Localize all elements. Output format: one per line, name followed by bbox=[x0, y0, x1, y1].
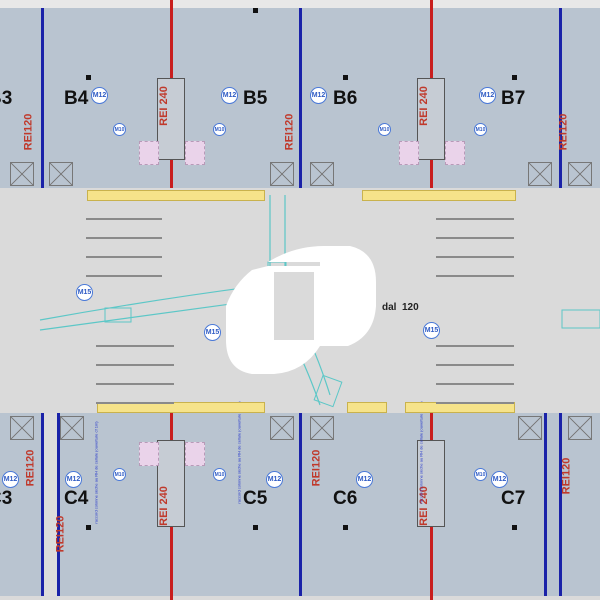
marker-m12: M12 bbox=[479, 87, 496, 104]
unit-label-b6: B6 bbox=[333, 88, 358, 109]
marker-m12: M12 bbox=[91, 87, 108, 104]
column bbox=[343, 75, 348, 80]
dock-door bbox=[270, 416, 294, 440]
unit-label-c5: C5 bbox=[243, 488, 268, 509]
unit-label-c6: C6 bbox=[333, 488, 358, 509]
column bbox=[253, 525, 258, 530]
column bbox=[86, 525, 91, 530]
marker-m12: M12 bbox=[221, 87, 238, 104]
dock-door bbox=[310, 162, 334, 186]
dock-door bbox=[518, 416, 542, 440]
dock-door bbox=[568, 416, 592, 440]
column bbox=[512, 75, 517, 80]
marker-m12: M12 bbox=[65, 471, 82, 488]
marker-m12: M12 bbox=[2, 471, 19, 488]
dock-door bbox=[49, 162, 73, 186]
separation-wall bbox=[299, 8, 302, 188]
parking-stall-line bbox=[436, 275, 514, 277]
smoke-vent bbox=[445, 141, 465, 165]
marker-m15: M15 bbox=[423, 322, 440, 339]
marker-m10: M10 bbox=[474, 468, 487, 481]
separation-wall bbox=[57, 413, 60, 596]
corridor-bottom bbox=[44, 413, 58, 596]
unit-label-b3: B3 bbox=[0, 88, 13, 109]
dock-door bbox=[270, 162, 294, 186]
stairwell bbox=[157, 78, 185, 160]
separation-wall bbox=[559, 413, 562, 596]
loading-zone bbox=[362, 190, 516, 201]
smoke-vent bbox=[185, 442, 205, 466]
dock-door bbox=[528, 162, 552, 186]
parking-stall-line bbox=[86, 218, 162, 220]
smoke-vent bbox=[139, 141, 159, 165]
smoke-vent bbox=[399, 141, 419, 165]
marker-m15: M15 bbox=[204, 324, 221, 341]
separation-wall bbox=[299, 413, 302, 596]
marker-m10: M10 bbox=[213, 468, 226, 481]
parking-stall-line bbox=[96, 383, 174, 385]
parking-stall-line bbox=[86, 237, 162, 239]
unit-label-b5: B5 bbox=[243, 88, 268, 109]
unit-label-c4: C4 bbox=[64, 488, 89, 509]
column bbox=[253, 8, 258, 13]
dock-door bbox=[60, 416, 84, 440]
unit-label-c7: C7 bbox=[501, 488, 526, 509]
dock-door bbox=[10, 416, 34, 440]
parking-stall-line bbox=[436, 256, 514, 258]
parking-stall-line bbox=[86, 256, 162, 258]
parking-stall-line bbox=[436, 237, 514, 239]
marker-m10: M10 bbox=[213, 123, 226, 136]
parking-stall-line bbox=[436, 218, 514, 220]
marker-m10: M10 bbox=[474, 123, 487, 136]
stairwell bbox=[417, 78, 445, 160]
stairwell bbox=[157, 440, 185, 527]
loading-zone bbox=[97, 402, 265, 413]
marker-m10: M10 bbox=[113, 123, 126, 136]
smoke-vent bbox=[139, 442, 159, 466]
separation-wall bbox=[41, 413, 44, 596]
separation-wall bbox=[544, 413, 547, 596]
dock-door bbox=[310, 416, 334, 440]
parking-stall-line bbox=[96, 364, 174, 366]
logo-watermark bbox=[226, 246, 376, 374]
loading-zone bbox=[87, 190, 265, 201]
marker-m12: M12 bbox=[491, 471, 508, 488]
separation-wall bbox=[559, 8, 562, 188]
marker-m15: M15 bbox=[76, 284, 93, 301]
facade-strip-top bbox=[0, 0, 600, 8]
parking-stall-line bbox=[86, 275, 162, 277]
column bbox=[343, 525, 348, 530]
parking-stall-line bbox=[436, 345, 514, 347]
marker-m12: M12 bbox=[266, 471, 283, 488]
unit-label-c3: C3 bbox=[0, 488, 13, 509]
dock-door bbox=[568, 162, 592, 186]
marker-m12: M12 bbox=[356, 471, 373, 488]
column bbox=[86, 75, 91, 80]
parking-stall-line bbox=[96, 345, 174, 347]
separation-wall bbox=[41, 8, 44, 188]
marker-m10: M10 bbox=[378, 123, 391, 136]
slab-label: dal bbox=[382, 302, 397, 313]
marker-m10: M10 bbox=[113, 468, 126, 481]
unit-label-b4: B4 bbox=[64, 88, 89, 109]
parking-stall-line bbox=[436, 383, 514, 385]
dock-door bbox=[10, 162, 34, 186]
marker-m12: M12 bbox=[310, 87, 327, 104]
loading-zone bbox=[347, 402, 387, 413]
column bbox=[512, 525, 517, 530]
parking-stall-line bbox=[436, 402, 514, 404]
parking-stall-line bbox=[96, 402, 174, 404]
parking-stall-line bbox=[436, 364, 514, 366]
slab-label-value: 120 bbox=[402, 302, 419, 313]
stairwell bbox=[417, 440, 445, 527]
smoke-vent bbox=[185, 141, 205, 165]
unit-label-b7: B7 bbox=[501, 88, 526, 109]
